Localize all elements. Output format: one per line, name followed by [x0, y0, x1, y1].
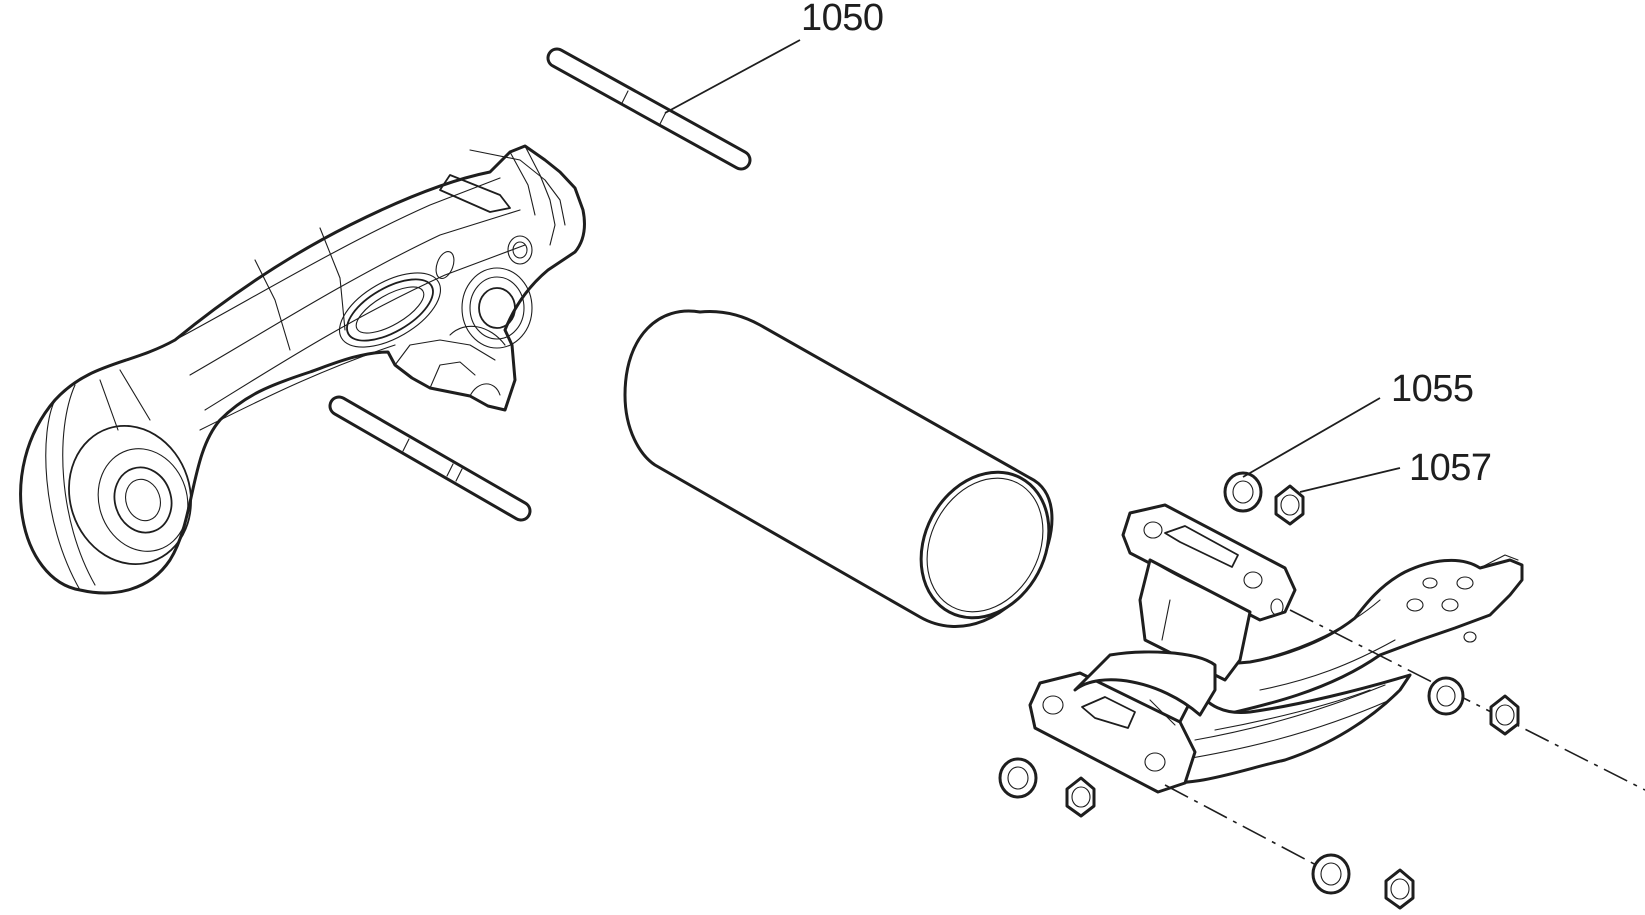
cylinder-tube	[623, 309, 1054, 628]
washer	[1223, 471, 1263, 513]
lower-bolt	[328, 395, 532, 522]
callout-washer: 1055	[1391, 368, 1474, 410]
leader-line-washer	[1242, 397, 1381, 478]
mounting-bracket	[1028, 503, 1524, 794]
hex-nut	[1384, 868, 1415, 910]
leader-line-bolt	[664, 39, 801, 114]
hex-nut	[1274, 484, 1305, 526]
upper-axis-line	[1289, 609, 1645, 791]
callout-nut: 1057	[1409, 447, 1492, 489]
hex-nut	[1489, 694, 1520, 736]
callout-bolt: 1050	[801, 0, 884, 39]
leader-line-nut	[1299, 467, 1401, 493]
washer	[1311, 853, 1351, 895]
washer	[998, 757, 1038, 799]
washer	[1427, 676, 1465, 716]
hex-nut	[1065, 776, 1096, 818]
swing-arm	[19, 144, 586, 595]
upper-bolt	[546, 47, 752, 171]
lower-axis-line	[1164, 784, 1336, 876]
